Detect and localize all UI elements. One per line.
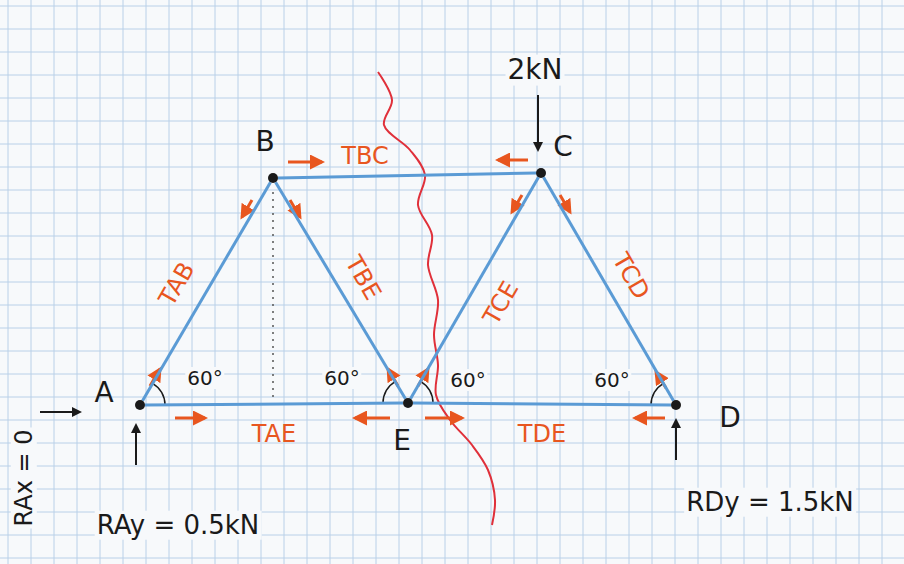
member-force-label: TBE [338, 249, 386, 306]
truss-member [278, 173, 536, 178]
annotation-label: RAy = 0.5kN [95, 511, 262, 540]
force-arrow [498, 159, 528, 162]
truss-member [276, 182, 406, 398]
load-arrow [675, 420, 677, 460]
grid-line [0, 558, 904, 559]
member-force-label: TBC [339, 142, 390, 168]
force-arrow [355, 417, 390, 420]
joint-label: E [391, 426, 413, 457]
grid-line [0, 282, 904, 283]
force-arrow [425, 417, 462, 420]
load-arrow [537, 95, 539, 150]
member-force-label: TCD [606, 247, 655, 306]
grid-line [0, 167, 904, 168]
load-arrow [40, 411, 80, 413]
annotation-label: 60° [592, 369, 631, 391]
member-force-label: TAB [153, 255, 201, 311]
truss-member [411, 177, 539, 398]
grid-line [0, 98, 904, 99]
annotation-label: RAx = 0 [11, 428, 37, 529]
grid-line [0, 466, 904, 467]
member-force-label: TDE [516, 421, 568, 447]
truss-member [544, 177, 674, 400]
load-arrow [135, 425, 137, 465]
truss-joint: D [671, 400, 681, 410]
annotation-label: 60° [448, 369, 487, 391]
grid-line [0, 420, 904, 421]
grid-line [0, 121, 904, 122]
member-force-label: TCE [477, 275, 524, 331]
truss-joint: C [536, 168, 546, 178]
grid-line [0, 351, 904, 352]
joint-label: D [717, 403, 743, 434]
force-arrow [288, 161, 322, 164]
truss-member [145, 403, 403, 405]
grid-line [0, 6, 904, 7]
grid-line [0, 305, 904, 306]
annotation-label: 2kN [506, 55, 565, 86]
grid-line [0, 75, 904, 76]
grid-line [0, 213, 904, 214]
angle-arc [421, 381, 434, 403]
angle-arc [651, 383, 664, 405]
truss-joint: E [403, 398, 413, 408]
grid-line [0, 52, 904, 53]
truss-member [413, 403, 671, 405]
section-cut-line [378, 72, 495, 525]
angle-arc [153, 383, 166, 405]
load-arrows [40, 95, 676, 465]
grid-line [0, 144, 904, 145]
grid-line [0, 259, 904, 260]
force-arrow [635, 417, 665, 420]
angle-arc [383, 381, 396, 403]
annotation-label: 60° [322, 367, 361, 389]
grid-line [0, 190, 904, 191]
member-force-arrows [150, 160, 666, 418]
truss-member [143, 182, 271, 400]
joint-label: C [551, 132, 575, 163]
truss-joint: B [268, 173, 278, 183]
grid-line [0, 29, 904, 30]
truss-joint: A [135, 400, 145, 410]
joint-label: B [253, 127, 276, 158]
joint-label: A [92, 378, 115, 409]
annotation-label: RDy = 1.5kN [684, 488, 856, 517]
force-arrow [175, 417, 205, 420]
grid-line [0, 236, 904, 237]
annotation-label: 60° [185, 367, 224, 389]
dotted-vertical [272, 192, 274, 398]
grid-line [0, 397, 904, 398]
member-force-label: TAE [250, 421, 298, 447]
